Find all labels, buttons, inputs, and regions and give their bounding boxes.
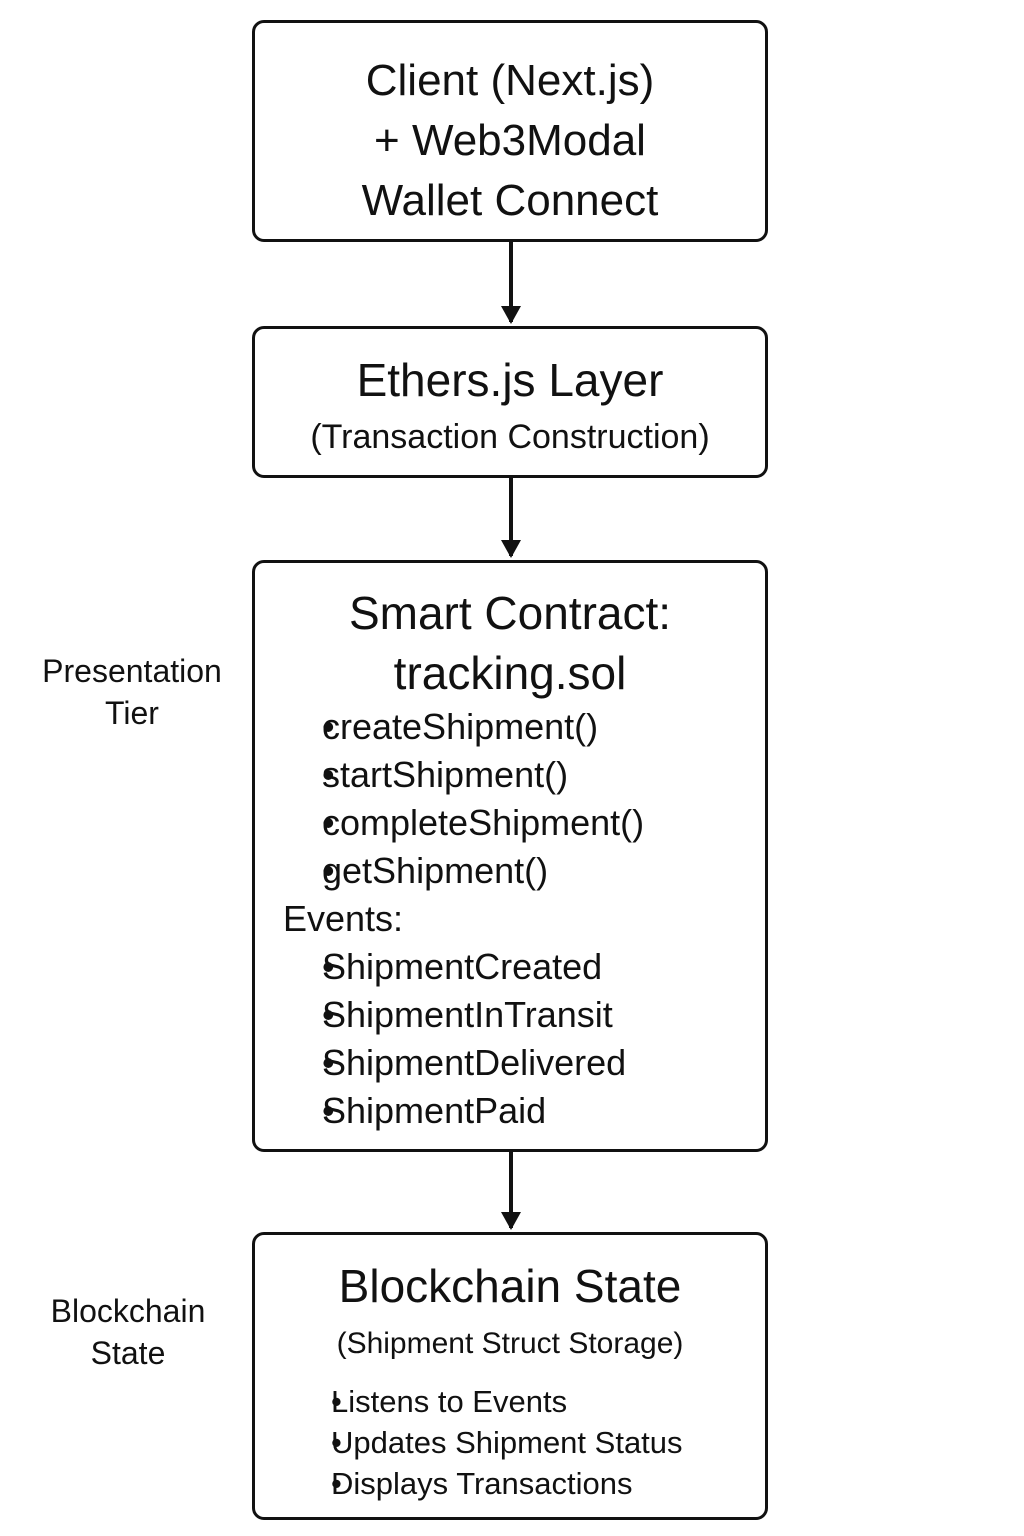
event-item: ShipmentPaid [285, 1087, 626, 1135]
function-label: completeShipment() [322, 802, 645, 843]
arrow-client-to-ethers [501, 242, 521, 324]
client-line-3: Wallet Connect [361, 176, 659, 225]
function-label: getShipment() [322, 850, 549, 891]
contract-title-line-1: Smart Contract: [348, 587, 672, 639]
blockchain-state-box: Blockchain State (Shipment Struct Storag… [252, 1232, 768, 1520]
function-item: startShipment() [285, 751, 644, 799]
event-label: ShipmentPaid [322, 1090, 547, 1131]
smart-contract-box: Smart Contract: tracking.sol createShipm… [252, 560, 768, 1152]
ethers-title: Ethers.js Layer [356, 354, 664, 406]
blockchain-item-list: Listens to Events Updates Shipment Statu… [301, 1381, 683, 1504]
function-item: getShipment() [285, 847, 644, 895]
blockchain-item: Displays Transactions [301, 1463, 683, 1504]
function-label: createShipment() [322, 706, 599, 747]
contract-title-line-2: tracking.sol [393, 647, 627, 699]
blockchain-title: Blockchain State [338, 1260, 682, 1312]
blockchain-label-line-2: State [90, 1335, 166, 1371]
blockchain-item-label: Updates Shipment Status [331, 1425, 683, 1460]
function-label: startShipment() [322, 754, 569, 795]
presentation-label-line-1: Presentation [42, 653, 222, 689]
function-item: createShipment() [285, 703, 644, 751]
blockchain-label-line-1: Blockchain [50, 1293, 206, 1329]
blockchain-item: Listens to Events [301, 1381, 683, 1422]
blockchain-state-label: Blockchain State [30, 1290, 226, 1374]
ethers-subtitle: (Transaction Construction) [310, 418, 710, 456]
presentation-label-line-2: Tier [105, 695, 159, 731]
client-line-1: Client (Next.js) [365, 56, 655, 105]
event-label: ShipmentInTransit [322, 994, 613, 1035]
arrow-contract-to-blockchain [501, 1152, 521, 1230]
event-item: ShipmentDelivered [285, 1039, 626, 1087]
client-box: Client (Next.js) + Web3Modal Wallet Conn… [252, 20, 768, 242]
blockchain-item-label: Displays Transactions [331, 1466, 633, 1501]
ethers-box: Ethers.js Layer (Transaction Constructio… [252, 326, 768, 478]
event-item: ShipmentInTransit [285, 991, 626, 1039]
contract-function-list: createShipment() startShipment() complet… [285, 703, 644, 895]
presentation-tier-label: Presentation Tier [30, 650, 234, 734]
arrow-ethers-to-contract [501, 478, 521, 558]
client-line-2: + Web3Modal [374, 116, 646, 165]
blockchain-item-label: Listens to Events [331, 1384, 568, 1419]
blockchain-item: Updates Shipment Status [301, 1422, 683, 1463]
event-label: ShipmentDelivered [322, 1042, 627, 1083]
contract-event-list: ShipmentCreated ShipmentInTransit Shipme… [285, 943, 626, 1135]
event-item: ShipmentCreated [285, 943, 626, 991]
events-heading: Events: [283, 898, 404, 939]
event-label: ShipmentCreated [322, 946, 603, 987]
function-item: completeShipment() [285, 799, 644, 847]
blockchain-subtitle: (Shipment Struct Storage) [336, 1327, 684, 1360]
